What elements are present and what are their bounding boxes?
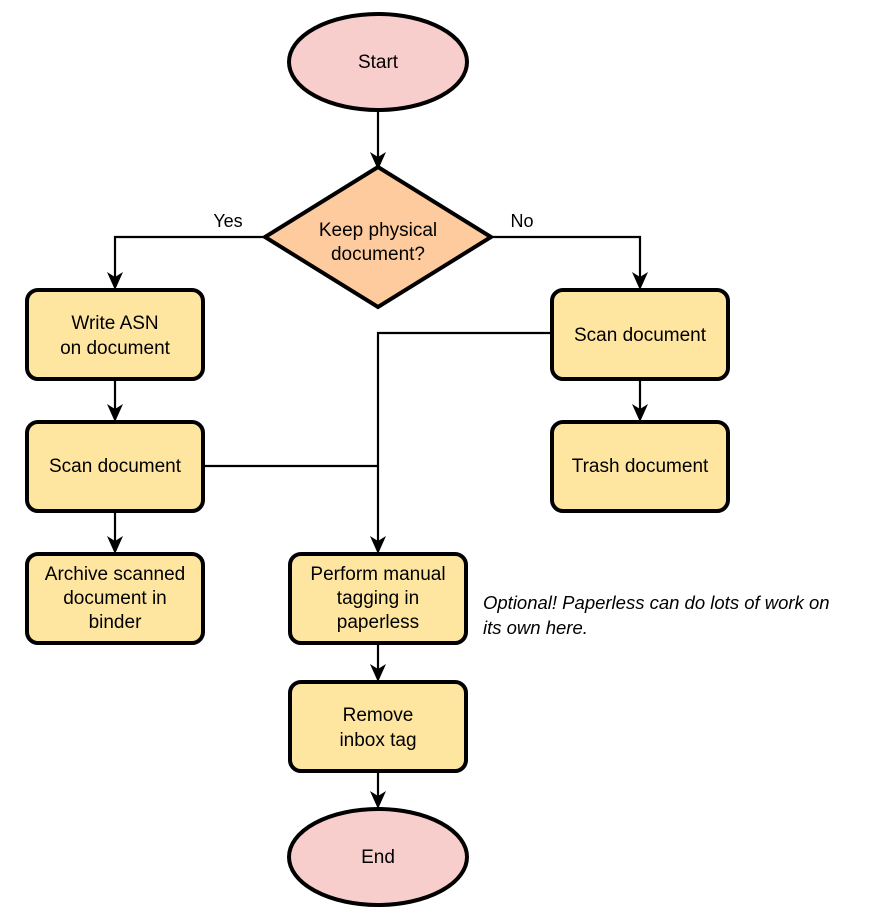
node-write-asn-label-line2: on document [60,338,171,359]
node-perform-manual-tagging-label-line3: paperless [337,612,419,633]
annotation-optional-note: Optional! Paperless can do lots of work … [483,592,830,638]
node-scan-document-left-label: Scan document [49,456,182,477]
write-asn-rect-shape[interactable] [25,288,205,381]
trash-document-rect-shape[interactable] [550,420,730,513]
edge-decision-yes-to-write-asn: Yes [107,211,265,290]
edge-write-asn-to-scan-left [107,379,123,422]
arrowhead-icon [370,664,386,682]
node-scan-document-left[interactable]: Scan document [25,420,205,513]
edge-label-yes: Yes [213,211,242,231]
archive-scanned-rect-shape[interactable] [25,552,205,645]
node-archive-scanned-label-line1: Archive scanned [45,564,185,585]
node-perform-manual-tagging[interactable]: Perform manual tagging in paperless [288,552,468,645]
arrowhead-icon [107,272,123,290]
node-start[interactable]: Start [287,12,469,112]
node-decision-keep-physical[interactable]: Keep physical document? [261,164,495,310]
connector-line [113,235,265,280]
edge-remove-inbox-tag-to-end [370,771,386,809]
node-scan-document-right[interactable]: Scan document [550,288,730,381]
scan-document-left-rect-shape[interactable] [25,420,205,513]
end-ellipse-shape[interactable] [287,807,469,907]
arrowhead-icon [107,536,123,554]
node-write-asn-label-line1: Write ASN [71,313,158,334]
node-archive-scanned-label-line3: binder [89,612,142,633]
edge-tagging-to-remove-inbox-tag [370,643,386,682]
edge-label-no: No [510,211,533,231]
annotation-optional-note-line1: Optional! Paperless can do lots of work … [483,592,830,613]
edge-decision-no-to-scan-right: No [491,211,648,290]
arrowhead-icon [370,791,386,809]
node-end-label: End [361,847,395,868]
node-trash-document[interactable]: Trash document [550,420,730,513]
edge-start-to-decision [370,110,386,170]
node-perform-manual-tagging-label-line1: Perform manual [310,564,445,585]
arrowhead-icon [370,536,386,554]
node-write-asn[interactable]: Write ASN on document [25,288,205,381]
edge-scan-right-to-tagging [370,331,552,554]
edge-scan-right-to-trash [632,379,648,422]
node-perform-manual-tagging-label-line2: tagging in [337,588,419,609]
node-start-label: Start [358,52,399,73]
node-archive-scanned[interactable]: Archive scanned document in binder [25,552,205,645]
node-decision-keep-physical-label-line2: document? [331,244,425,265]
perform-manual-tagging-rect-shape[interactable] [288,552,468,645]
edge-scan-left-to-archive [107,511,123,554]
node-remove-inbox-tag-label-line1: Remove [343,705,414,726]
node-remove-inbox-tag-label-line2: inbox tag [339,730,416,751]
arrowhead-icon [632,404,648,422]
connector-line [376,331,552,544]
annotation-optional-note-line2: its own here. [483,617,588,638]
node-end[interactable]: End [287,807,469,907]
node-scan-document-right-label: Scan document [574,325,707,346]
connector-line [491,235,642,280]
start-ellipse-shape[interactable] [287,12,469,112]
arrowhead-icon [107,404,123,422]
node-decision-keep-physical-label-line1: Keep physical [319,220,437,241]
node-trash-document-label: Trash document [572,456,709,477]
node-archive-scanned-label-line2: document in [63,588,167,609]
arrowhead-icon [370,152,386,170]
decision-diamond-shape[interactable] [261,164,495,310]
arrowhead-icon [632,272,648,290]
remove-inbox-tag-rect-shape[interactable] [288,680,468,773]
node-remove-inbox-tag[interactable]: Remove inbox tag [288,680,468,773]
scan-document-right-rect-shape[interactable] [550,288,730,381]
